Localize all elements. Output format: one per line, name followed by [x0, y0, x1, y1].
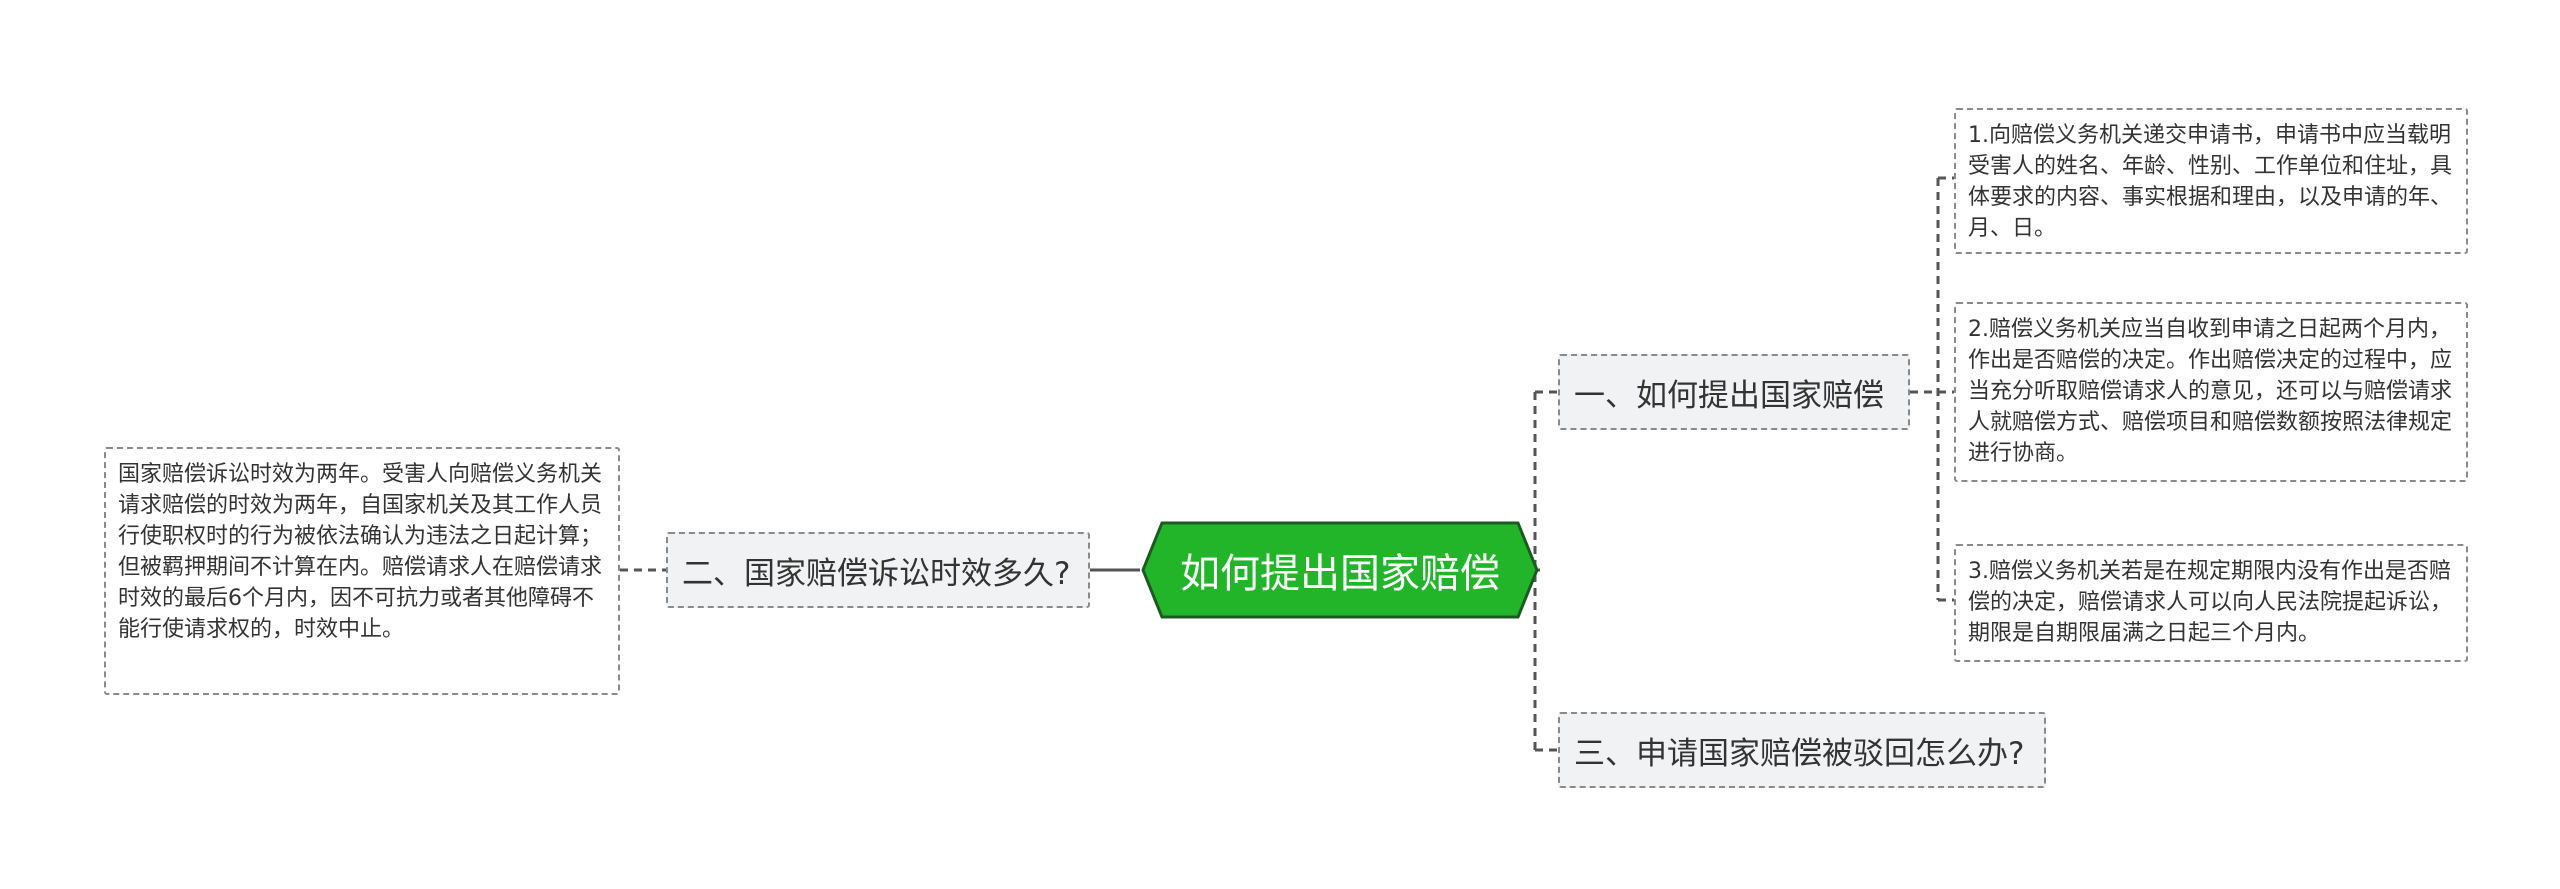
topic-apply-label: 一、如何提出国家赔偿 [1574, 377, 1884, 414]
apply-detail-2[interactable]: 2.赔偿义务机关应当自收到申请之日起两个月内，作出是否赔偿的决定。作出赔偿决定的… [1954, 302, 2468, 482]
limitation-detail-text: 国家赔偿诉讼时效为两年。受害人向赔偿义务机关请求赔偿的时效为两年，自国家机关及其… [118, 462, 603, 642]
root-topic-label: 如何提出国家赔偿 [1180, 551, 1500, 597]
topic-rejected-label: 三、申请国家赔偿被驳回怎么办? [1574, 735, 2025, 772]
root-topic-shape [1141, 521, 1539, 619]
apply-detail-1[interactable]: 1.向赔偿义务机关递交申请书，申请书中应当载明受害人的姓名、年龄、性别、工作单位… [1954, 108, 2468, 254]
topic-limitation[interactable]: 二、国家赔偿诉讼时效多久? [666, 532, 1090, 608]
apply-detail-2-text: 2.赔偿义务机关应当自收到申请之日起两个月内，作出是否赔偿的决定。作出赔偿决定的… [1968, 317, 2453, 466]
topic-rejected[interactable]: 三、申请国家赔偿被驳回怎么办? [1558, 712, 2046, 788]
apply-detail-1-text: 1.向赔偿义务机关递交申请书，申请书中应当载明受害人的姓名、年龄、性别、工作单位… [1968, 123, 2453, 241]
topic-apply[interactable]: 一、如何提出国家赔偿 [1558, 354, 1910, 430]
topic-limitation-label: 二、国家赔偿诉讼时效多久? [682, 555, 1071, 592]
limitation-detail[interactable]: 国家赔偿诉讼时效为两年。受害人向赔偿义务机关请求赔偿的时效为两年，自国家机关及其… [104, 447, 620, 695]
apply-detail-3[interactable]: 3.赔偿义务机关若是在规定期限内没有作出是否赔偿的决定，赔偿请求人可以向人民法院… [1954, 544, 2468, 662]
apply-detail-3-text: 3.赔偿义务机关若是在规定期限内没有作出是否赔偿的决定，赔偿请求人可以向人民法院… [1968, 559, 2453, 646]
root-topic[interactable]: 如何提出国家赔偿 [1140, 520, 1540, 620]
